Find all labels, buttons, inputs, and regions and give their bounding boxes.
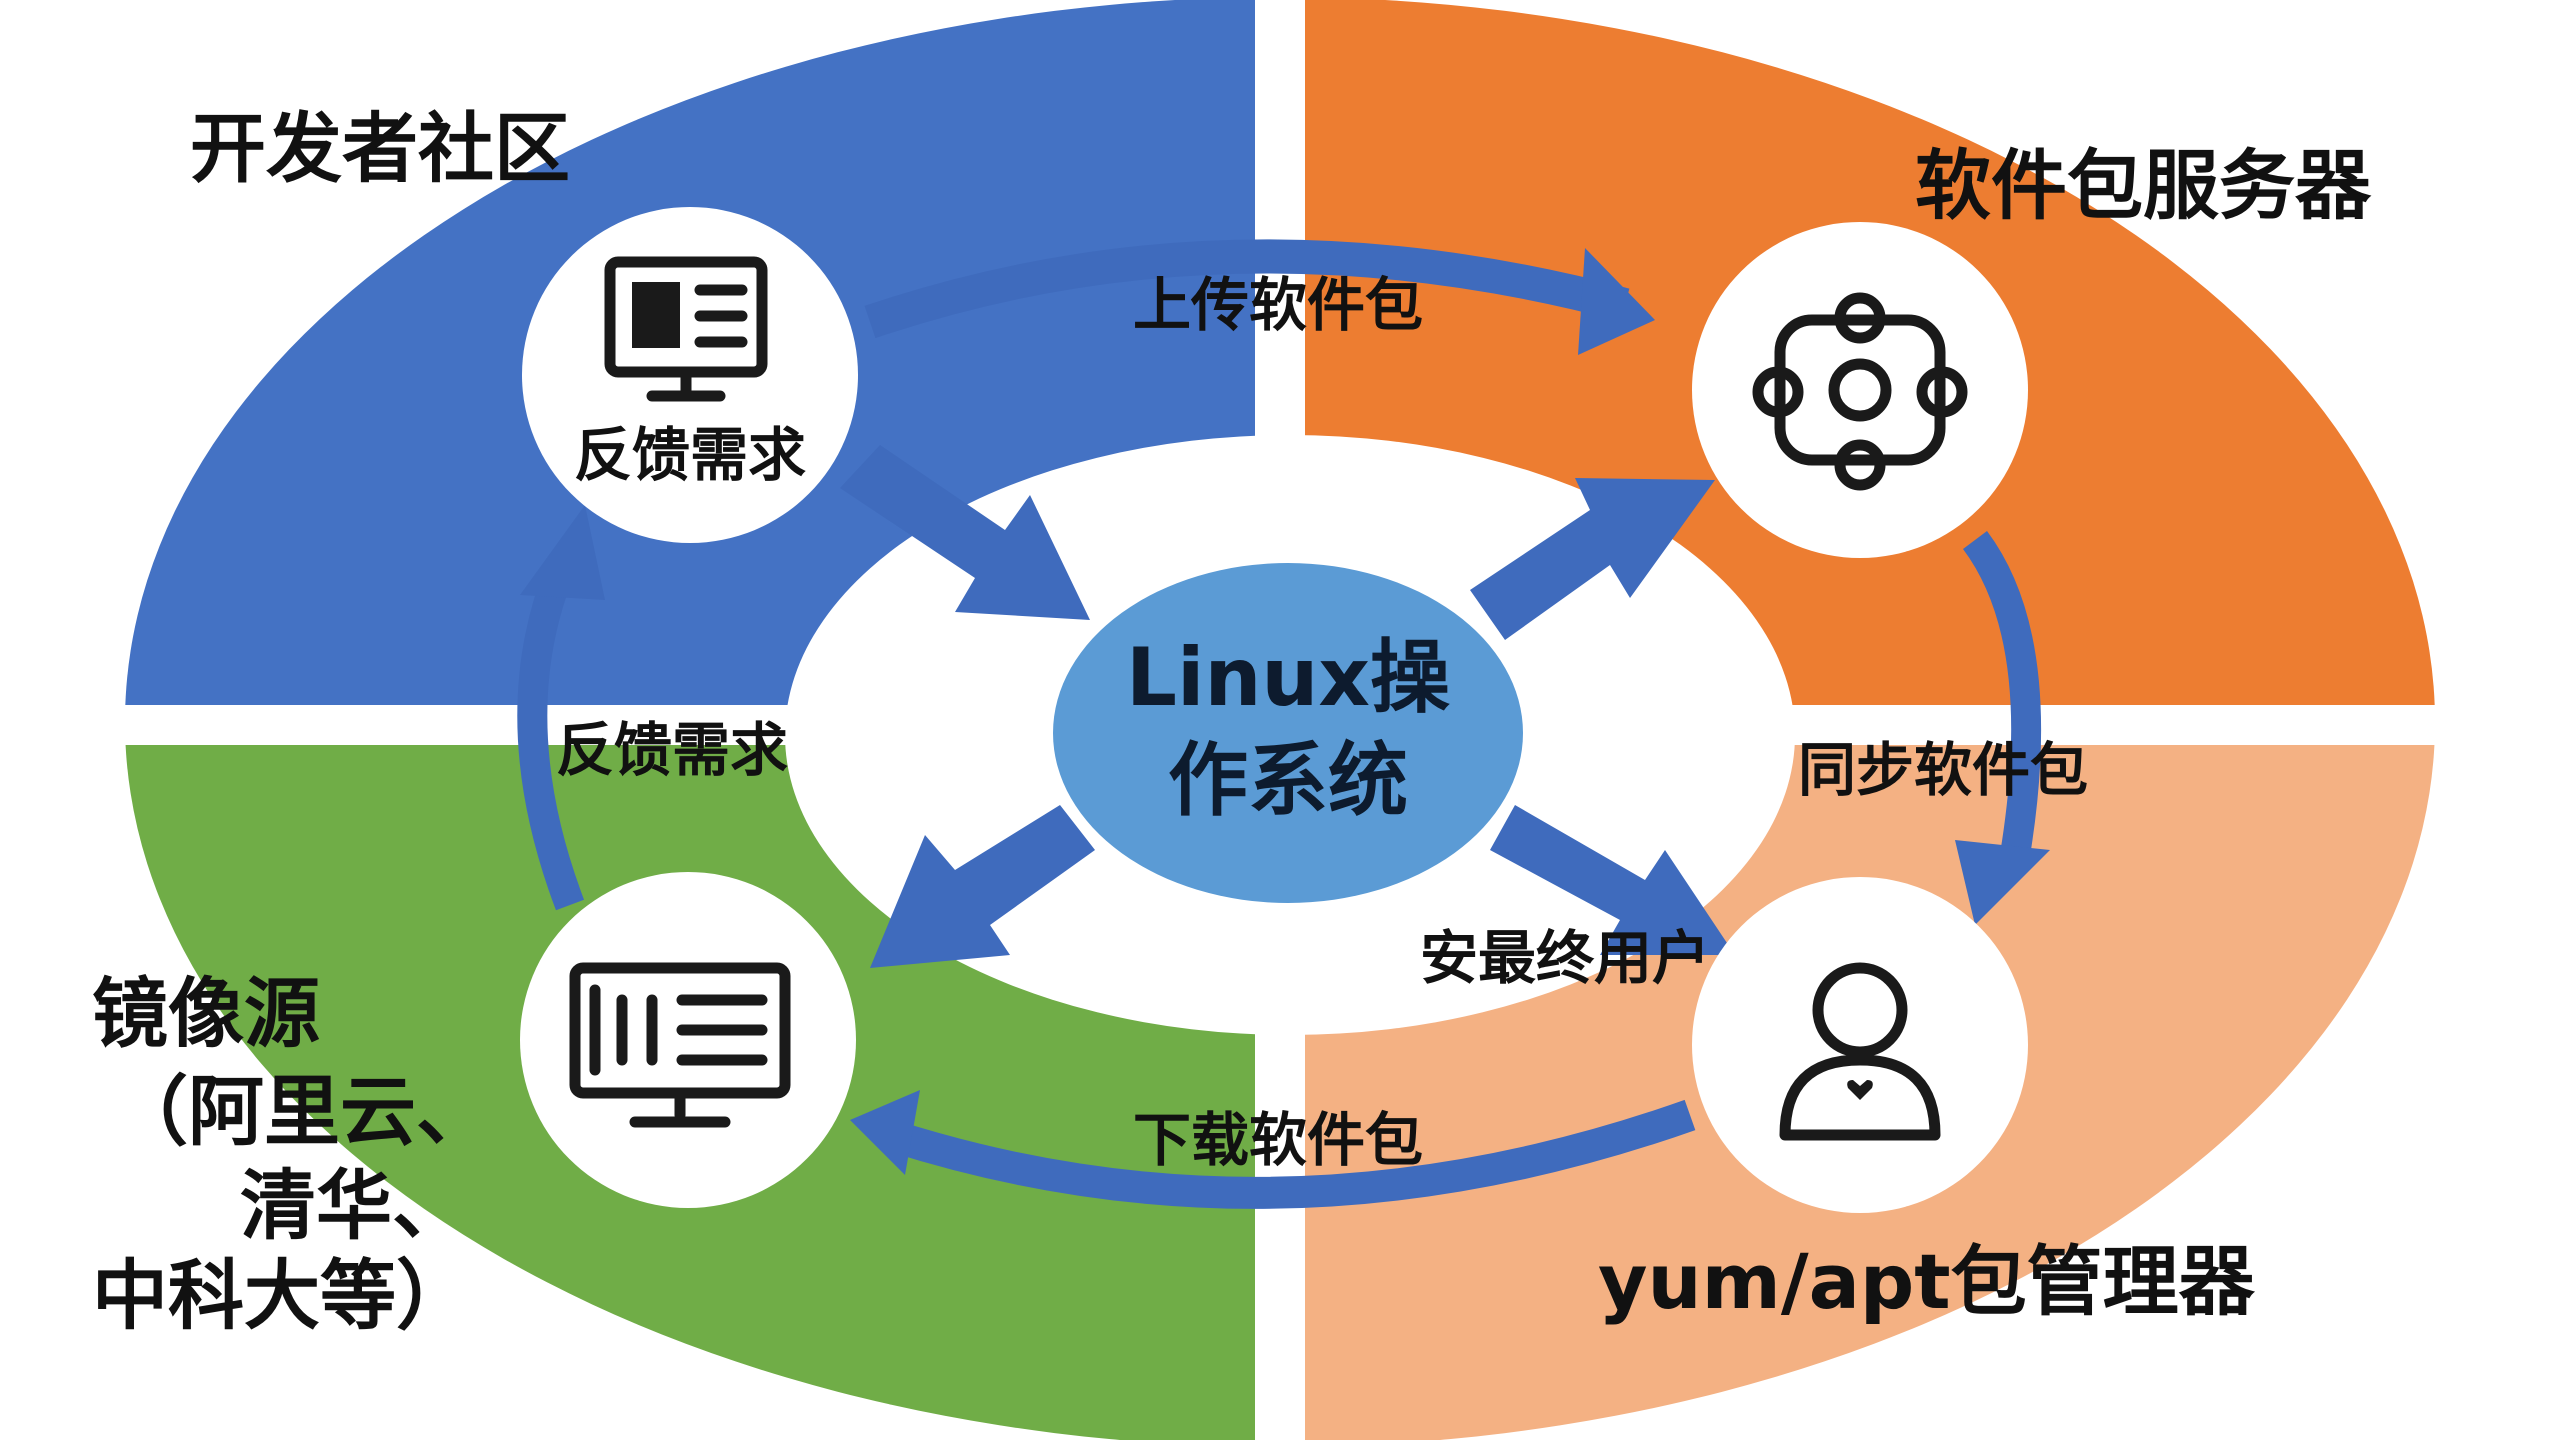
server-network-icon xyxy=(1752,292,1968,491)
center-label-line1: Linux操 xyxy=(1126,631,1450,724)
label-install: 安最终用户 xyxy=(1420,924,1710,992)
monitor-document-icon xyxy=(604,256,768,402)
arrow-feedback-body xyxy=(517,564,585,911)
arrow-upload-head xyxy=(1578,248,1655,355)
arrow-feedback-head xyxy=(520,505,605,600)
user-icon xyxy=(1779,962,1941,1141)
title-package-server: 软件包服务器 xyxy=(1915,141,2372,230)
arrow-center-to-manager xyxy=(1490,805,1735,955)
arrow-download-head xyxy=(850,1090,920,1175)
center-node xyxy=(1053,563,1523,903)
label-download: 下载软件包 xyxy=(1133,1106,1423,1174)
flow-arrows xyxy=(517,239,2050,1209)
title-mirror-line1: 镜像源 xyxy=(92,969,320,1058)
arrow-community-to-center xyxy=(840,445,1090,620)
center-label-line2: 作系统 xyxy=(1168,734,1408,827)
node-mirror-source xyxy=(520,872,856,1208)
arrow-sync-body xyxy=(1962,531,2042,858)
label-sync: 同步软件包 xyxy=(1798,736,2088,804)
arrow-sync-head xyxy=(1955,840,2050,925)
title-mirror-line4: 中科大等） xyxy=(92,1251,472,1340)
title-mirror-source: 镜像源 （阿里云、 清华、 中科大等） xyxy=(92,969,492,1340)
node-package-manager xyxy=(1692,877,2028,1213)
arrow-download-body xyxy=(885,1099,1696,1209)
title-package-manager: yum/apt包管理器 xyxy=(1598,1237,2256,1326)
title-mirror-line2: （阿里云、 xyxy=(112,1067,492,1156)
title-mirror-line3: 清华、 xyxy=(240,1161,468,1250)
node-label-feedback-top: 反馈需求 xyxy=(574,421,806,489)
monitor-list-icon xyxy=(569,962,791,1128)
label-feedback-left: 反馈需求 xyxy=(556,716,788,784)
node-package-server xyxy=(1692,222,2028,558)
arrow-center-to-server xyxy=(1470,478,1715,640)
arrow-center-to-mirror xyxy=(870,805,1095,968)
label-upload: 上传软件包 xyxy=(1133,271,1423,339)
title-developer-community: 开发者社区 xyxy=(190,104,570,193)
arrow-upload-body xyxy=(864,239,1630,339)
